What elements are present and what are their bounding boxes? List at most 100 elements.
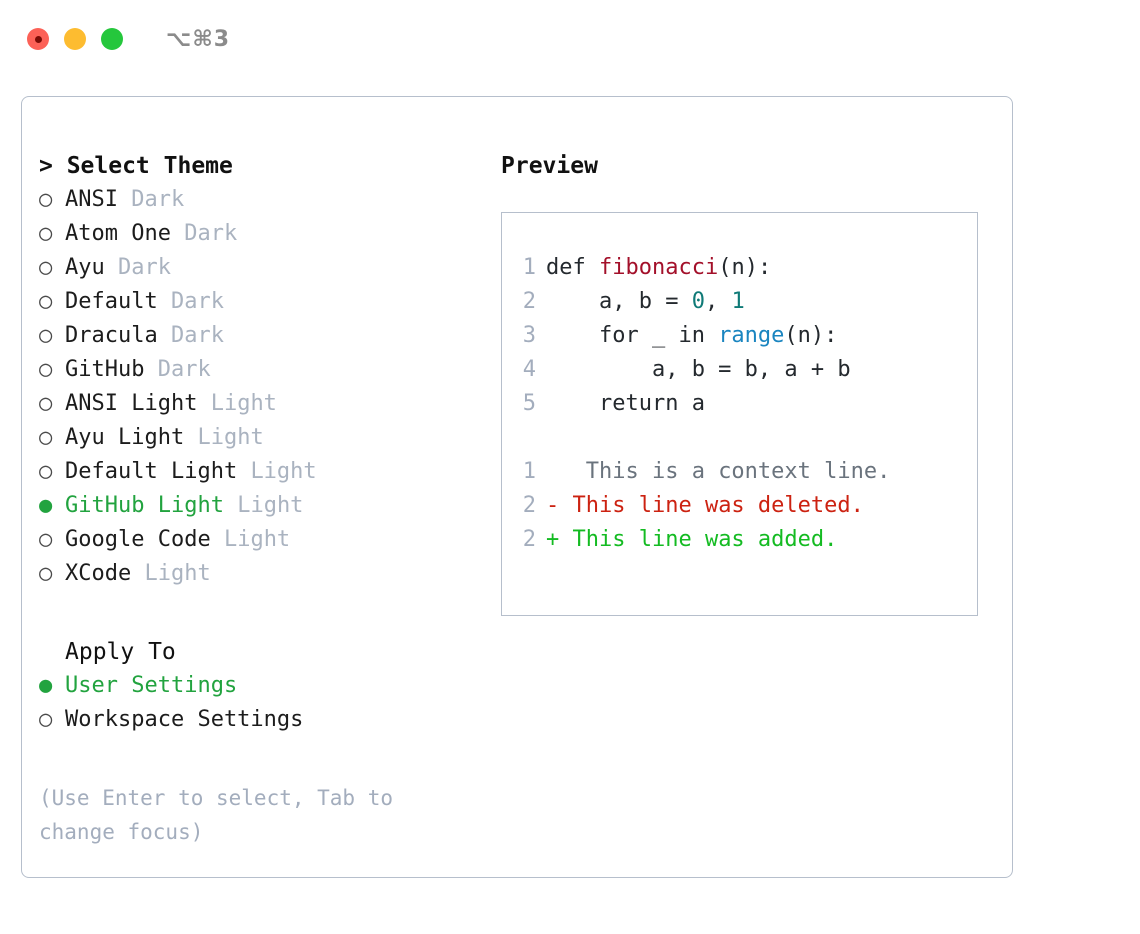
radio-unselected-icon: ○ <box>39 221 53 246</box>
theme-option-kind-badge: Dark <box>118 255 171 280</box>
radio-unselected-icon: ○ <box>39 391 53 416</box>
diff-line-number: 2 <box>522 493 536 518</box>
diff-marker: - <box>546 493 560 518</box>
spacer <box>211 523 224 557</box>
code-line: 5 return a <box>502 387 977 421</box>
spacer <box>105 251 118 285</box>
theme-option-row[interactable]: ○Ayu Light Light <box>39 421 484 455</box>
radio-unselected-icon: ○ <box>39 289 53 314</box>
code-line-text: a, b = b, a + b <box>546 353 851 387</box>
theme-option-kind-badge: Dark <box>184 221 238 246</box>
maximize-button-icon[interactable] <box>101 28 123 50</box>
code-line-text: for _ in range(n): <box>546 319 837 353</box>
radio-unselected-icon: ○ <box>39 707 53 732</box>
theme-option-kind-badge: Dark <box>170 323 224 348</box>
apply-to-list: ●User Settings○Workspace Settings <box>39 669 484 737</box>
code-token-plain: (n): <box>784 323 838 348</box>
theme-option-kind-badge: Dark <box>157 357 211 382</box>
theme-option-row[interactable]: ○Default Dark <box>39 285 484 319</box>
diff-marker <box>546 455 559 489</box>
theme-option-kind-badge: Light <box>237 493 304 518</box>
theme-option-row[interactable]: ○XCode Light <box>39 557 484 591</box>
spacer <box>131 557 144 591</box>
theme-option-name: Default Light <box>65 459 238 484</box>
spacer <box>237 455 250 489</box>
code-line-text: def fibonacci(n): <box>546 251 771 285</box>
theme-option-row[interactable]: ○Atom One Dark <box>39 217 484 251</box>
close-button-dot <box>34 35 42 43</box>
theme-option-row[interactable]: ○Google Code Light <box>39 523 484 557</box>
theme-option-name: Google Code <box>65 527 211 552</box>
diff-marker: + <box>546 527 560 552</box>
theme-option-name: Ayu <box>65 255 105 280</box>
theme-option-name: Dracula <box>65 323 158 348</box>
theme-option-row[interactable]: ○ ANSI Dark <box>39 183 484 217</box>
title-bar: ⌥⌘3 <box>0 0 1140 78</box>
code-token-plain: return a <box>546 391 705 416</box>
apply-to-header: Apply To <box>65 639 176 665</box>
code-token-call: range <box>718 323 785 348</box>
code-line: 3 for _ in range(n): <box>502 319 977 353</box>
spacer <box>144 353 157 387</box>
theme-option-kind-badge: Light <box>144 561 211 586</box>
diff-line-text: This is a context line. <box>559 459 891 484</box>
theme-option-name: Default <box>65 289 158 314</box>
theme-option-name: GitHub Light <box>65 493 224 518</box>
diff-line: 1 This is a context line. <box>502 455 977 489</box>
theme-option-row[interactable]: ○Default Light Light <box>39 455 484 489</box>
close-button-icon[interactable] <box>27 28 49 50</box>
diff-line-text: This line was added. <box>559 527 838 552</box>
code-line-number: 2 <box>522 289 536 314</box>
diff-line: 2- This line was deleted. <box>502 489 977 523</box>
code-token-num: 0 <box>691 289 705 314</box>
theme-option-row[interactable]: ○Dracula Dark <box>39 319 484 353</box>
spacer <box>118 183 131 217</box>
theme-option-name: ANSI <box>65 187 118 212</box>
hint-spacer <box>39 737 484 781</box>
spacer <box>158 285 171 319</box>
keyboard-hint-text: (Use Enter to select, Tab to change focu… <box>39 786 406 844</box>
theme-option-name: Ayu Light <box>65 425 185 450</box>
radio-unselected-icon: ○ <box>39 459 53 484</box>
diff-line-text: This line was deleted. <box>559 493 864 518</box>
diff-line-number: 1 <box>522 459 536 484</box>
theme-option-row[interactable]: ●GitHub Light Light <box>39 489 484 523</box>
code-token-plain: a, b = b, a + b <box>546 357 851 382</box>
diff-spacer <box>502 421 977 455</box>
radio-unselected-icon: ○ <box>39 527 53 552</box>
diff-line-number: 2 <box>522 527 536 552</box>
radio-unselected-icon: ○ <box>39 357 53 382</box>
code-line-text: a, b = 0, 1 <box>546 285 745 319</box>
code-line: 2 a, b = 0, 1 <box>502 285 977 319</box>
radio-unselected-icon: ○ <box>39 187 53 212</box>
theme-list: ○ANSI Dark○Atom One Dark○Ayu Dark○Defaul… <box>39 183 484 591</box>
apply-to-option-row[interactable]: ○Workspace Settings <box>39 703 484 737</box>
theme-option-row[interactable]: ○ANSI Light Light <box>39 387 484 421</box>
theme-option-row[interactable]: ○Ayu Dark <box>39 251 484 285</box>
main-panel: > Select Theme ○ANSI Dark○Atom One Dark○… <box>21 96 1013 878</box>
code-line-text: return a <box>546 387 705 421</box>
theme-option-kind-badge: Light <box>197 425 264 450</box>
theme-selector-column: > Select Theme ○ANSI Dark○Atom One Dark○… <box>22 97 484 877</box>
minimize-button-icon[interactable] <box>64 28 86 50</box>
diff-sample: 1 This is a context line.2- This line wa… <box>502 455 977 557</box>
code-token-fn: fibonacci <box>598 255 719 280</box>
apply-to-option-row[interactable]: ●User Settings <box>39 669 484 703</box>
code-token-plain: for _ in <box>546 323 719 348</box>
theme-option-row[interactable]: ○GitHub Dark <box>39 353 484 387</box>
spacer <box>158 319 171 353</box>
theme-option-kind-badge: Dark <box>131 187 185 212</box>
code-line-number: 3 <box>522 323 536 348</box>
window-controls <box>27 28 123 50</box>
apply-to-option-name: User Settings <box>65 673 238 698</box>
preview-label: Preview <box>501 153 598 179</box>
spacer <box>171 217 184 251</box>
code-line: 4 a, b = b, a + b <box>502 353 977 387</box>
code-line-number: 4 <box>522 357 536 382</box>
code-token-plain: def <box>546 255 599 280</box>
theme-option-name: XCode <box>65 561 132 586</box>
